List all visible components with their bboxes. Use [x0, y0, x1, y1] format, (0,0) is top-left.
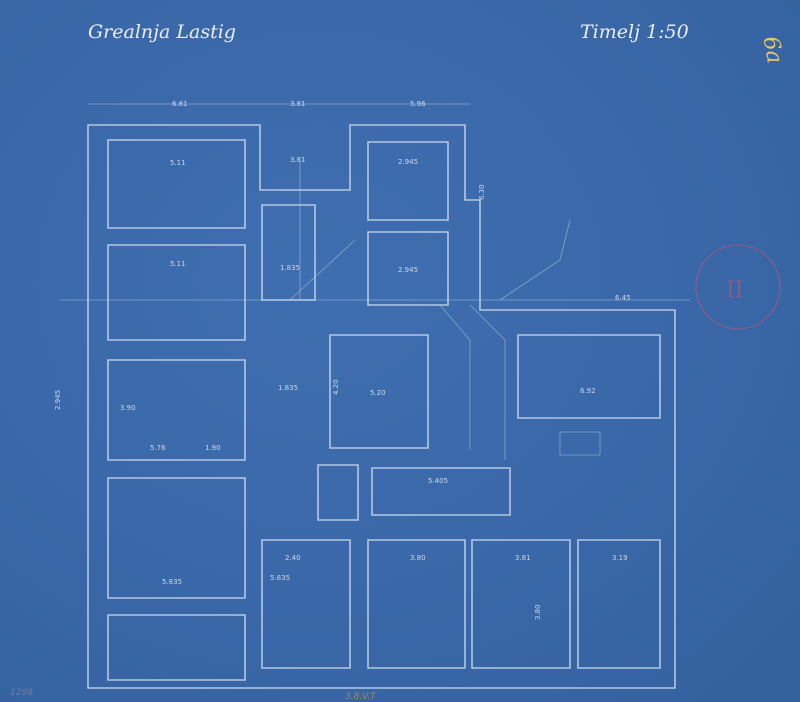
stamp-text: II	[726, 278, 743, 303]
bottom-note: 3.8.V.T	[345, 692, 377, 702]
stamp-circle	[695, 244, 781, 330]
room-label: 3.19	[612, 554, 628, 562]
sheet-mark: 6a	[758, 34, 787, 65]
room-label: 5.835	[270, 574, 290, 582]
room-label: 4.20	[332, 379, 340, 395]
room-label: 3.80	[534, 604, 542, 620]
top-dim-1: 6.81	[172, 100, 188, 108]
room-label: 1.835	[280, 264, 300, 272]
room-label: 2.945	[54, 390, 62, 410]
right-dimension: 6.45	[615, 294, 631, 302]
room-label: 2.40	[285, 554, 301, 562]
top-dim-3: 5.96	[410, 100, 426, 108]
room-label: 5.405	[428, 477, 448, 485]
room-label: 5.835	[162, 578, 182, 586]
room-label: 1.90	[205, 444, 221, 452]
room-label: 6.30	[478, 184, 486, 200]
scale-label: Timelj 1:50	[580, 21, 689, 43]
room-label: 2.945	[398, 158, 418, 166]
room-label: 6.92	[580, 387, 596, 395]
room-label: 5.11	[170, 260, 186, 268]
room-label: 5.20	[370, 389, 386, 397]
room-label: 1.835	[278, 384, 298, 392]
room-label: 3.81	[290, 156, 306, 164]
top-dim-2: 3.81	[290, 100, 306, 108]
walls	[87, 124, 676, 689]
pencil-note: 1298	[10, 688, 33, 698]
room-label: 3.80	[410, 554, 426, 562]
room-label: 5.11	[170, 159, 186, 167]
room-label: 5.76	[150, 444, 166, 452]
room-label: 2.945	[398, 266, 418, 274]
room-label: 3.90	[120, 404, 136, 412]
drawing-title: Grealnja Lastig	[88, 21, 236, 43]
room-label: 3.81	[515, 554, 531, 562]
stamp: II	[695, 244, 781, 330]
